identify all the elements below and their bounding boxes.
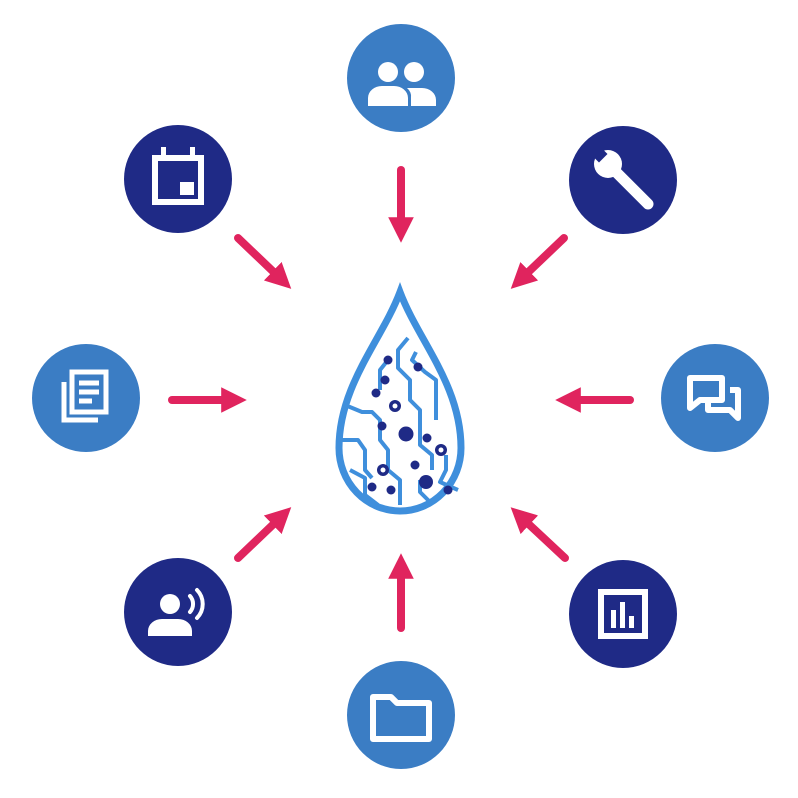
voice-user-icon <box>148 588 205 636</box>
node-users <box>347 24 455 132</box>
node-chart <box>569 560 677 668</box>
arrow-from-bottom-right <box>510 507 569 562</box>
node-folder <box>347 661 455 769</box>
bar-chart-icon <box>598 589 648 639</box>
arrow-from-top-left <box>234 234 292 289</box>
chat-icon <box>687 375 741 421</box>
wrench-icon <box>590 145 654 210</box>
arrows <box>168 166 634 632</box>
users-icon <box>368 62 436 106</box>
node-voice-user <box>124 558 232 666</box>
node-wrench <box>569 126 677 234</box>
arrow-from-bottom-left <box>234 507 292 562</box>
node-calendar <box>124 125 232 233</box>
circuit-drop-icon <box>335 282 465 515</box>
node-chat <box>661 344 769 452</box>
folder-icon <box>370 694 432 742</box>
arrow-from-top-right <box>510 234 568 289</box>
documents-icon <box>61 369 109 423</box>
calendar-icon <box>152 147 204 205</box>
node-documents <box>32 344 140 452</box>
